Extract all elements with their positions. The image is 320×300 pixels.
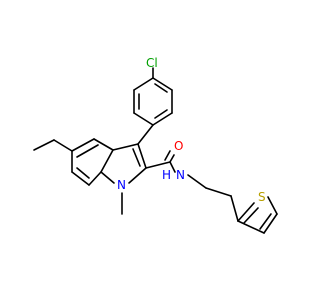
bond-indole-c3-c2 — [137, 143, 147, 169]
bond-ph-inner-1 — [154, 83, 168, 93]
bond-ph-3 — [152, 112, 173, 126]
bond-indole-n1-c7a — [100, 171, 115, 184]
bond-thio-inner-1 — [243, 207, 259, 224]
chemical-structure-diagram: Cl N N H O S — [33, 56, 278, 234]
bond-benz-inner-1 — [76, 144, 99, 158]
atom-labels: Cl N N H O S — [117, 56, 266, 204]
bond-indole-c3-c3a — [112, 143, 139, 151]
chlorine-label: Cl — [146, 56, 158, 70]
bond-ph-4 — [133, 112, 154, 126]
bond-ethyl-2 — [33, 139, 55, 151]
bond-carbonyl-o-2 — [164, 150, 171, 161]
bond-ph-inner-2 — [154, 109, 168, 119]
bond-indole-c3-c2-double — [132, 148, 141, 167]
nitrogen-ring-label: N — [117, 178, 126, 192]
oxygen-label: O — [174, 139, 183, 153]
hydrogen-amide-label: H — [162, 168, 171, 182]
bond-thio-1 — [237, 202, 255, 222]
bond-carbonyl-n — [169, 161, 176, 173]
bond-thio-3 — [263, 213, 278, 234]
bond-aryl-indole — [137, 124, 154, 145]
bond-benz-inner-2 — [76, 167, 90, 179]
bond-benz-5 — [88, 171, 102, 186]
bond-indole-c7a-c3a — [100, 149, 114, 173]
bond-c2-carbonyl — [145, 161, 171, 169]
bond-carbonyl-o-1 — [169, 154, 175, 163]
bond-thio-2 — [267, 196, 278, 215]
bond-benz-2 — [71, 138, 95, 152]
bond-thio-inner-2 — [259, 213, 272, 230]
bond-ph-1 — [152, 77, 173, 91]
bond-lines — [33, 67, 278, 234]
bond-benz-4 — [71, 171, 90, 186]
sulfur-label: S — [258, 190, 266, 204]
bond-ch2-thiophene — [230, 195, 239, 222]
bond-ph-6 — [133, 77, 154, 91]
bond-benz-1 — [93, 138, 114, 151]
bond-ethyl-1 — [53, 139, 73, 152]
nitrogen-amide-label: N — [176, 168, 185, 182]
bond-thio-4 — [237, 220, 265, 234]
bond-n-ch2 — [187, 174, 207, 189]
bond-ch2-ch2 — [205, 187, 232, 197]
bond-indole-c2-n1 — [128, 167, 147, 184]
